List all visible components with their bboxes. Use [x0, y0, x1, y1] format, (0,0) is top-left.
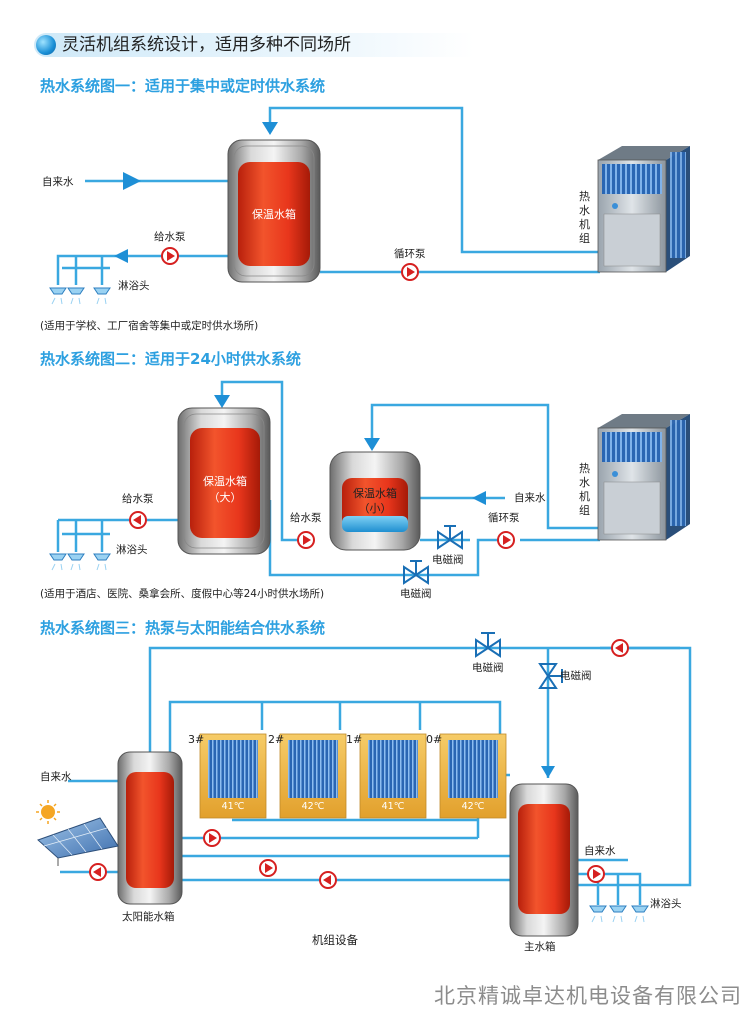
d3-solar-tank-label: 太阳能水箱: [122, 911, 175, 923]
d2-circ-pump-label: 循环泵: [488, 512, 520, 524]
diagram2-showers: [49, 553, 111, 571]
d3-shower-label: 淋浴头: [650, 898, 682, 910]
diagram3-pump-shower[interactable]: [587, 865, 605, 883]
d2-feed-pump-mid-label: 给水泵: [290, 512, 322, 524]
d2-small-tank-label: 保温水箱: [353, 487, 397, 500]
diagram2-heat-pump-unit: [597, 414, 690, 541]
section-banner: 灵活机组系统设计，适用多种不同场所: [34, 33, 474, 57]
diagram2-solenoid-valve-top[interactable]: [437, 525, 463, 550]
diagram3-pipes: [60, 646, 692, 905]
diagram2-title: 热水系统图二：适用于24小时供水系统: [40, 350, 301, 368]
banner-title: 灵活机组系统设计，适用多种不同场所: [62, 35, 351, 55]
diagram3-solenoid-valve-top[interactable]: [475, 632, 501, 658]
d2-big-tank-label: 保温水箱: [203, 475, 247, 488]
diagram3-pump-return[interactable]: [259, 859, 277, 877]
diagram2-big-tank: [177, 407, 271, 555]
diagram3-solenoid-valve-right[interactable]: [538, 663, 563, 689]
d3-supply-label-left: 自来水: [40, 771, 72, 783]
d2-note: (适用于酒店、医院、桑拿会所、度假中心等24小时供水场所): [40, 588, 325, 600]
diagram2-pipes: [56, 380, 600, 577]
diagram3-main-tank: [509, 783, 579, 937]
d2-supply-label: 自来水: [514, 492, 546, 504]
diagram3-flow-arrows: [541, 766, 555, 778]
diagram3-title: 热水系统图三：热泵与太阳能结合供水系统: [40, 619, 326, 637]
d2-big-tank-size: （大）: [208, 491, 242, 504]
diagram3-pump-units[interactable]: [203, 829, 221, 847]
d1-note: (适用于学校、工厂宿舍等集中或定时供水场所): [40, 320, 259, 332]
d3-equipment-label: 机组设备: [312, 933, 358, 947]
d3-valve-label-right: 电磁阀: [560, 670, 592, 682]
d2-unit-label: 热水机组: [579, 462, 590, 517]
diagram2-feed-pump-mid[interactable]: [297, 531, 315, 549]
d2-valve-label-bottom: 电磁阀: [400, 588, 432, 600]
unit-3-temp: 41℃: [221, 801, 245, 812]
diagram1-title: 热水系统图一：适用于集中或定时供水系统: [40, 77, 326, 95]
diagram2-feed-pump-left[interactable]: [129, 511, 147, 529]
d1-circ-pump-label: 循环泵: [394, 248, 426, 260]
diagram3-pump-mid[interactable]: [319, 871, 337, 889]
d2-shower-label: 淋浴头: [116, 544, 148, 556]
diagram2-solenoid-valve-bottom[interactable]: [403, 560, 429, 585]
unit-2-number: 2#: [268, 733, 285, 746]
d1-tank-label: 保温水箱: [252, 208, 296, 221]
diagram1-circulation-pump[interactable]: [401, 263, 419, 281]
diagram2-small-tank: [329, 451, 421, 551]
d1-supply-label: 自来水: [42, 176, 74, 188]
diagram1-flow-arrows: [114, 122, 278, 263]
diagram3-heat-pump-3: [199, 733, 267, 819]
d3-main-tank-label: 主水箱: [524, 941, 556, 953]
d2-feed-pump-left-label: 给水泵: [122, 493, 154, 505]
unit-0-temp: 42℃: [461, 801, 485, 812]
diagram3-pump-top-right[interactable]: [611, 639, 629, 657]
d2-small-tank-size: （小）: [358, 502, 392, 515]
unit-3-number: 3#: [188, 733, 205, 746]
diagram3-heat-pump-0: [439, 733, 507, 819]
unit-0-number: 0#: [426, 733, 443, 746]
d2-valve-label-top: 电磁阀: [432, 554, 464, 566]
diagram3-solar-panel: [37, 817, 119, 866]
diagram1-pipes: [56, 106, 600, 285]
diagram3-pump-solar[interactable]: [89, 863, 107, 881]
diagram3-heat-pump-1: [359, 733, 427, 819]
diagram1-feed-pump[interactable]: [161, 247, 179, 265]
diagram3-showers: [589, 905, 649, 923]
diagram2-circulation-pump[interactable]: [497, 531, 515, 549]
diagram2-flow-arrows: [214, 395, 486, 505]
unit-1-temp: 41℃: [381, 801, 405, 812]
d1-unit-label: 热水机组: [579, 190, 590, 245]
diagram3-solar-tank: [117, 751, 183, 905]
diagram3-heat-pump-2: [279, 733, 347, 819]
diagram1-heat-pump-unit: [597, 146, 690, 273]
d3-supply-label-right: 自来水: [584, 845, 616, 857]
d3-valve-label-top: 电磁阀: [472, 662, 504, 674]
unit-2-temp: 42℃: [301, 801, 325, 812]
d1-pump-label: 给水泵: [154, 231, 186, 243]
d1-shower-label: 淋浴头: [118, 280, 150, 292]
unit-1-number: 1#: [346, 733, 363, 746]
diagram1-showers: [49, 287, 111, 305]
banner-bullet-icon: [36, 35, 56, 55]
diagram3-sun-icon: [36, 800, 60, 824]
company-name: 北京精诚卓达机电设备有限公司: [434, 984, 742, 1008]
diagram1-storage-tank: [227, 139, 321, 283]
